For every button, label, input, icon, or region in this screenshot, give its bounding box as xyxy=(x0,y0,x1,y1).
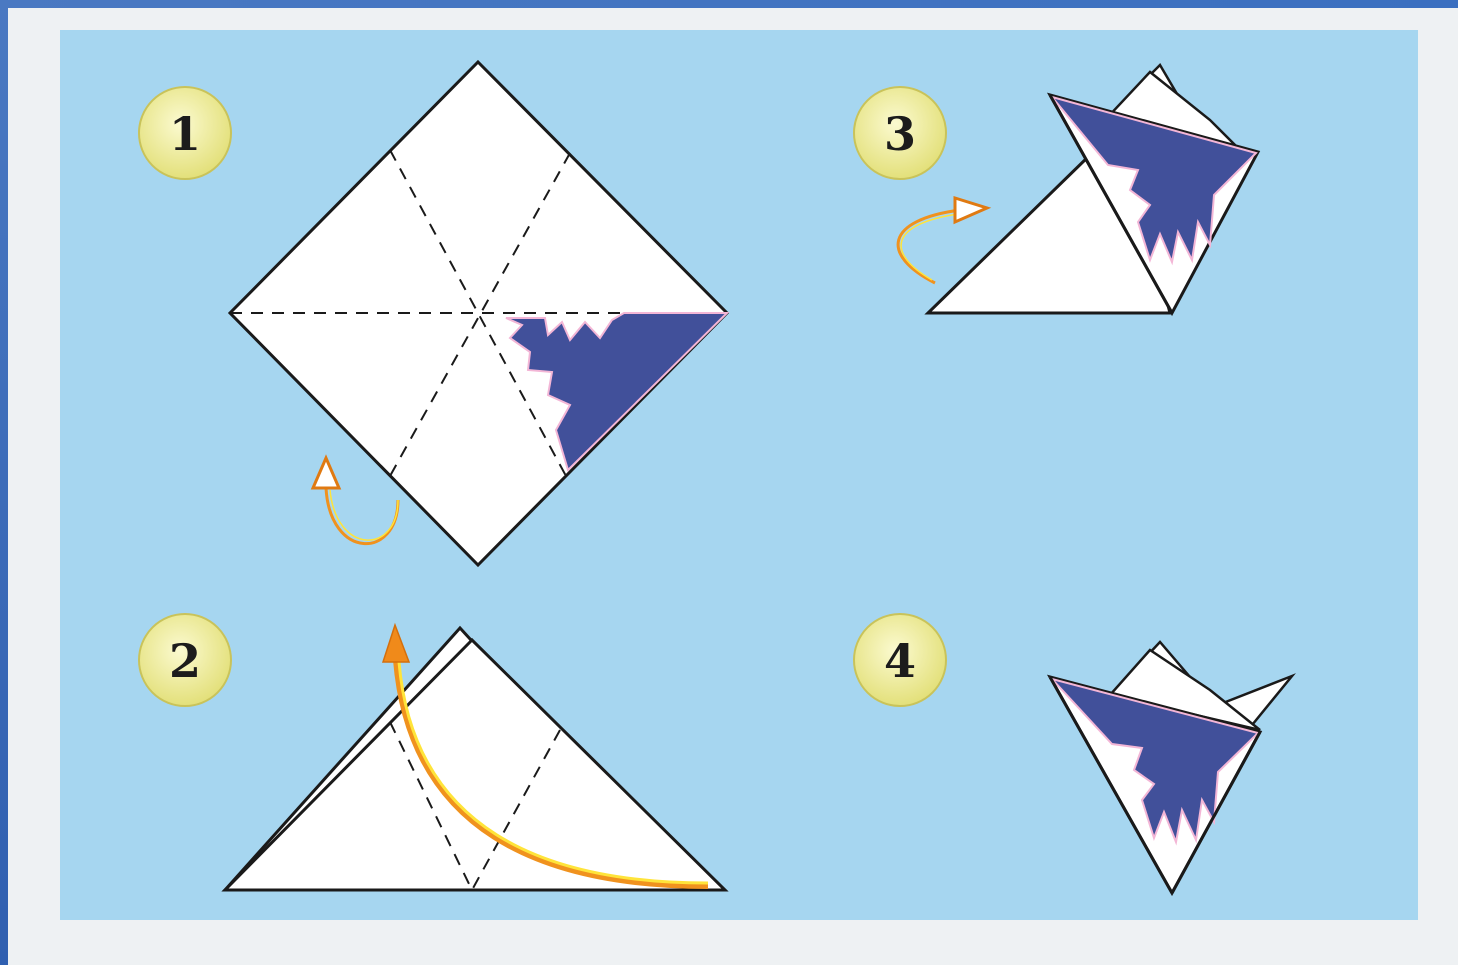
step-2-badge: 2 xyxy=(138,613,232,707)
step-2-folded-triangle xyxy=(221,625,729,892)
slide-frame-left xyxy=(0,0,8,965)
step-2: 2 xyxy=(138,613,729,892)
cutout-pattern-icon xyxy=(1049,95,1258,266)
step-4: 4 xyxy=(853,613,1296,897)
step-number: 4 xyxy=(884,634,916,688)
fold-arrow-icon xyxy=(381,622,709,889)
slide-frame-top xyxy=(0,0,1458,8)
step-1-badge: 1 xyxy=(138,86,232,180)
fold-arrow-icon xyxy=(310,454,400,546)
step-3-badge: 3 xyxy=(853,86,947,180)
step-1: 1 xyxy=(138,59,730,568)
cutout-pattern-icon xyxy=(505,312,730,472)
fold-arrow-icon xyxy=(896,195,992,285)
cutout-pattern-icon xyxy=(1048,677,1260,846)
step-3: 3 xyxy=(853,62,1261,317)
step-number: 2 xyxy=(169,634,201,688)
step-4-badge: 4 xyxy=(853,613,947,707)
step-3-folded-paper xyxy=(924,62,1261,317)
step-1-square-paper xyxy=(227,59,730,568)
step-number: 3 xyxy=(884,107,916,161)
step-number: 1 xyxy=(169,107,201,161)
step-4-folded-cone xyxy=(1046,640,1296,897)
